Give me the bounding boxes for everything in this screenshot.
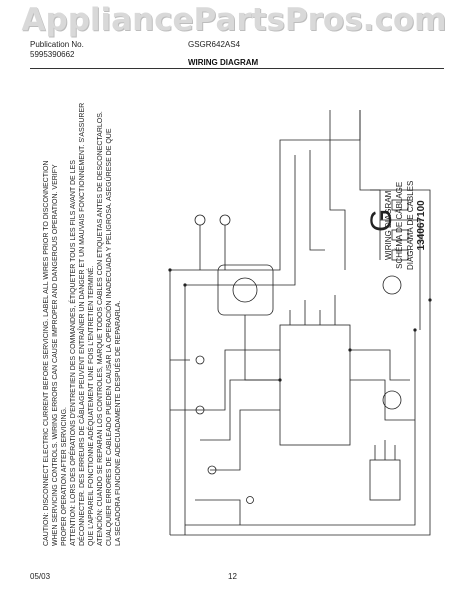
caution-line: CAUTION: DISCONNECT ELECTRIC CURRENT BEF… bbox=[43, 160, 50, 546]
publication-number: 5995390662 bbox=[30, 50, 75, 59]
timer-wire bbox=[210, 409, 280, 471]
switch-contact bbox=[195, 405, 205, 415]
watermark: AppliancePartsPros.com bbox=[21, 2, 447, 38]
switch-contact bbox=[246, 496, 254, 504]
terminal-block bbox=[369, 459, 401, 501]
caution-line: QUE L'APPAREIL FONCTIONNE ADÉQUATEMENT U… bbox=[88, 265, 95, 546]
heater-wire bbox=[350, 379, 415, 421]
main-wire bbox=[184, 155, 296, 535]
publication-label: Publication No. bbox=[30, 40, 84, 49]
main-wire bbox=[170, 300, 431, 536]
wire-junction bbox=[183, 283, 187, 287]
caution-line: LA SECADORA FUNCIONE ADECUADAMENTE DESPU… bbox=[115, 300, 122, 546]
caution-line: PROPER OPERATION AFTER SERVICING. bbox=[61, 407, 68, 546]
motor-wire bbox=[244, 315, 280, 381]
control-wire bbox=[329, 110, 346, 270]
switch-contact bbox=[207, 465, 217, 475]
caution-line: ATENCIÓN: CUANDO SE REPARAN LOS CONTROLE… bbox=[97, 111, 104, 546]
timer-wire bbox=[289, 295, 336, 325]
motor-block bbox=[217, 264, 274, 316]
caution-line: WHEN SERVICING CONTROLS. WIRING ERRORS C… bbox=[52, 164, 59, 546]
component-box bbox=[391, 249, 409, 261]
motor-winding bbox=[232, 277, 258, 303]
element-wire bbox=[380, 219, 421, 330]
heater-wire bbox=[350, 349, 410, 381]
diagram-part-number: 134067100 bbox=[416, 200, 427, 251]
timer-block bbox=[279, 324, 351, 446]
wire-junction bbox=[428, 298, 432, 302]
valve-coil bbox=[382, 390, 402, 410]
main-wire bbox=[185, 330, 416, 526]
main-wire bbox=[169, 110, 361, 535]
header-rule bbox=[30, 68, 444, 69]
caution-line: DÉCONNECTER. DES ERREURS DE CÂBLAGE PEUV… bbox=[79, 102, 86, 546]
caution-line: ATTENTION: LORS DES OPÉRATIONS D'ENTRETI… bbox=[70, 160, 77, 546]
component-box bbox=[391, 199, 409, 211]
wire-junction bbox=[168, 268, 172, 272]
valve-coil bbox=[382, 275, 402, 295]
control-wire bbox=[309, 150, 325, 251]
switch-wire bbox=[170, 359, 190, 411]
thermostat-wire bbox=[199, 225, 226, 270]
timer-wire bbox=[190, 349, 280, 411]
caution-text: CAUTION: DISCONNECT ELECTRIC CURRENT BEF… bbox=[42, 102, 123, 546]
wire-junction bbox=[413, 328, 417, 332]
wiring-diagram bbox=[168, 110, 432, 536]
door-switch-wire bbox=[195, 499, 241, 525]
diagram-letter: G bbox=[365, 208, 398, 232]
caution-line: CUALQUIER ERRORES DE CABLEADO PUEDEN CAU… bbox=[106, 128, 113, 546]
footer-page-number: 12 bbox=[228, 572, 237, 581]
element-wire bbox=[370, 189, 431, 300]
footer-date: 05/03 bbox=[30, 572, 51, 581]
wire-junction bbox=[278, 378, 282, 382]
switch-contact bbox=[195, 355, 205, 365]
control-wire bbox=[359, 110, 381, 260]
model-number: GSGR642AS4 bbox=[188, 40, 241, 49]
thermostat bbox=[219, 214, 231, 226]
terminal-wire bbox=[374, 440, 396, 460]
page-title: WIRING DIAGRAM bbox=[188, 58, 259, 67]
component-box bbox=[391, 229, 409, 241]
wire-junction bbox=[348, 348, 352, 352]
diagram-title-es: DIAGRAMA DE CABLES bbox=[406, 180, 415, 270]
timer-wire bbox=[200, 379, 280, 441]
thermostat bbox=[194, 214, 206, 226]
